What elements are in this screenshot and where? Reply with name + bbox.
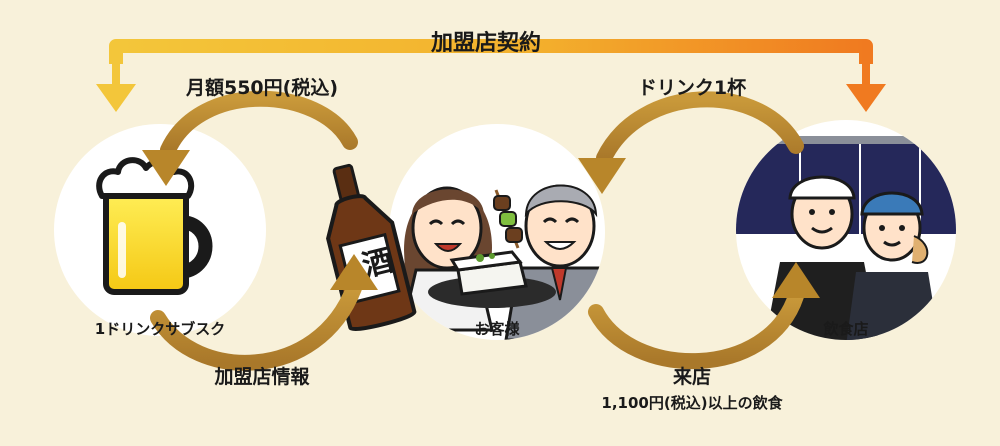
contract-arrow-head-left (96, 84, 136, 112)
contract-arrow-head-right (846, 84, 886, 112)
subscription-node-label: 1ドリンクサブスク (94, 320, 226, 338)
flow-arrows (150, 90, 804, 371)
monthly-fee-label: 月額550円(税込) (185, 77, 339, 99)
arrow-heads (142, 150, 820, 298)
shop-info-label: 加盟店情報 (214, 366, 310, 388)
restaurant-node-label: 飲食店 (823, 320, 869, 338)
beer-mug-icon (96, 157, 213, 295)
drink-arrow (596, 91, 804, 166)
visit-label: 来店 (672, 366, 712, 388)
contract-arrow (96, 39, 886, 112)
restaurant-illustration (736, 136, 956, 340)
shop-info-arrow (150, 280, 362, 371)
visit-condition-label: 1,100円(税込)以上の飲食 (601, 394, 783, 412)
visit-arrow (588, 288, 804, 369)
drink-label: ドリンク1杯 (637, 77, 747, 99)
fee-arrow (160, 90, 358, 158)
customer-node-label: お客様 (474, 320, 520, 338)
contract-label: 加盟店契約 (430, 31, 542, 56)
